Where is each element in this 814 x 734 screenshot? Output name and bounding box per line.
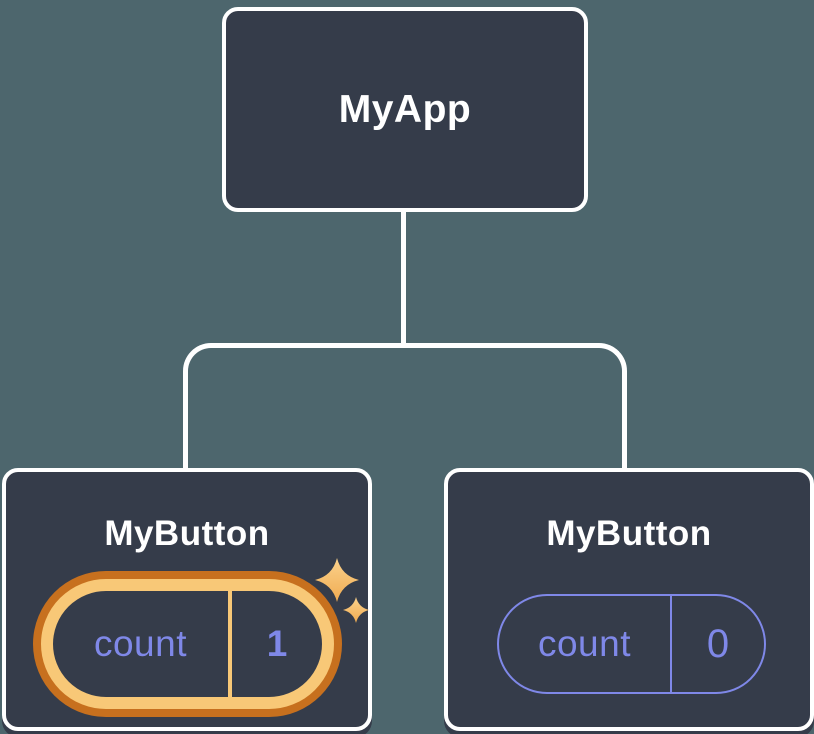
root-node-label: MyApp bbox=[338, 87, 472, 131]
state-name-cell: count bbox=[53, 591, 232, 697]
state-pill: count 0 bbox=[497, 594, 766, 694]
tree-node-child-left: MyButton count 1 bbox=[2, 468, 372, 731]
sparkles-icon bbox=[315, 558, 369, 623]
tree-node-child-right: MyButton count 0 bbox=[444, 468, 814, 731]
state-value-text: 0 bbox=[706, 621, 730, 666]
state-name-cell: count bbox=[499, 596, 672, 692]
connector-stem bbox=[401, 210, 406, 346]
state-value-cell: 1 bbox=[232, 591, 322, 697]
state-pill-highlighted: count 1 bbox=[41, 579, 334, 709]
tree-node-root: MyApp bbox=[222, 7, 588, 212]
state-name-text: count bbox=[93, 623, 187, 664]
child-node-label: MyButton bbox=[104, 514, 270, 553]
state-value-text: 1 bbox=[266, 623, 288, 664]
state-name-text: count bbox=[537, 623, 631, 664]
connector-branch-bracket bbox=[183, 343, 627, 470]
child-node-label: MyButton bbox=[546, 514, 712, 553]
state-value-cell: 0 bbox=[672, 596, 764, 692]
